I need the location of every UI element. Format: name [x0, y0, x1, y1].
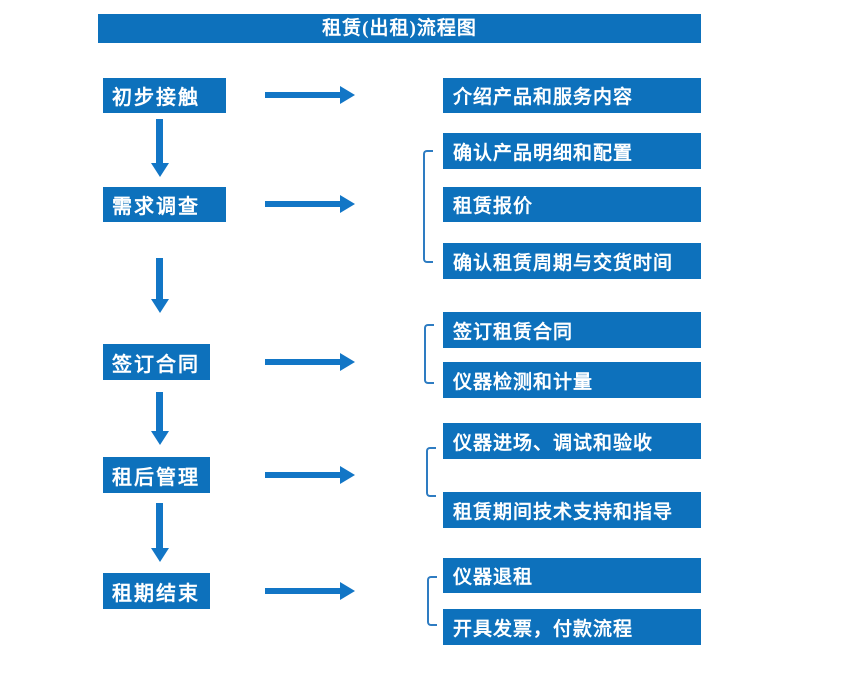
arrow-right-icon — [265, 353, 355, 371]
bracket-line — [423, 150, 433, 263]
detail-box-confirm-product-config: 确认产品明细和配置 — [443, 133, 701, 169]
detail-box-instrument-setup: 仪器进场、调试和验收 — [443, 423, 701, 459]
bracket-line — [427, 576, 437, 626]
detail-box-invoice-payment: 开具发票，付款流程 — [443, 609, 701, 645]
detail-box-sign-rental-contract: 签订租赁合同 — [443, 312, 701, 348]
arrow-right-icon — [265, 466, 355, 484]
arrow-down-icon — [151, 258, 169, 313]
arrow-right-icon — [265, 195, 355, 213]
stage-box-post-rental-management: 租后管理 — [103, 457, 210, 493]
detail-box-tech-support: 租赁期间技术支持和指导 — [443, 492, 701, 528]
bracket-line — [426, 447, 436, 497]
detail-box-confirm-period-delivery: 确认租赁周期与交货时间 — [443, 243, 701, 279]
detail-box-rental-quote: 租赁报价 — [443, 187, 701, 222]
detail-box-instrument-return: 仪器退租 — [443, 558, 701, 593]
detail-box-introduce-products: 介绍产品和服务内容 — [443, 78, 701, 113]
arrow-right-icon — [265, 582, 355, 600]
arrow-right-icon — [265, 86, 355, 104]
stage-box-initial-contact: 初步接触 — [103, 78, 226, 113]
stage-box-sign-contract: 签订合同 — [103, 344, 210, 380]
bracket-line — [424, 324, 434, 384]
stage-box-rental-end: 租期结束 — [103, 573, 210, 609]
arrow-down-icon — [151, 119, 169, 177]
stage-box-demand-survey: 需求调查 — [103, 187, 226, 222]
arrow-down-icon — [151, 503, 169, 562]
arrow-down-icon — [151, 392, 169, 445]
flowchart-title: 租赁(出租)流程图 — [98, 14, 701, 43]
detail-box-instrument-testing: 仪器检测和计量 — [443, 362, 701, 398]
